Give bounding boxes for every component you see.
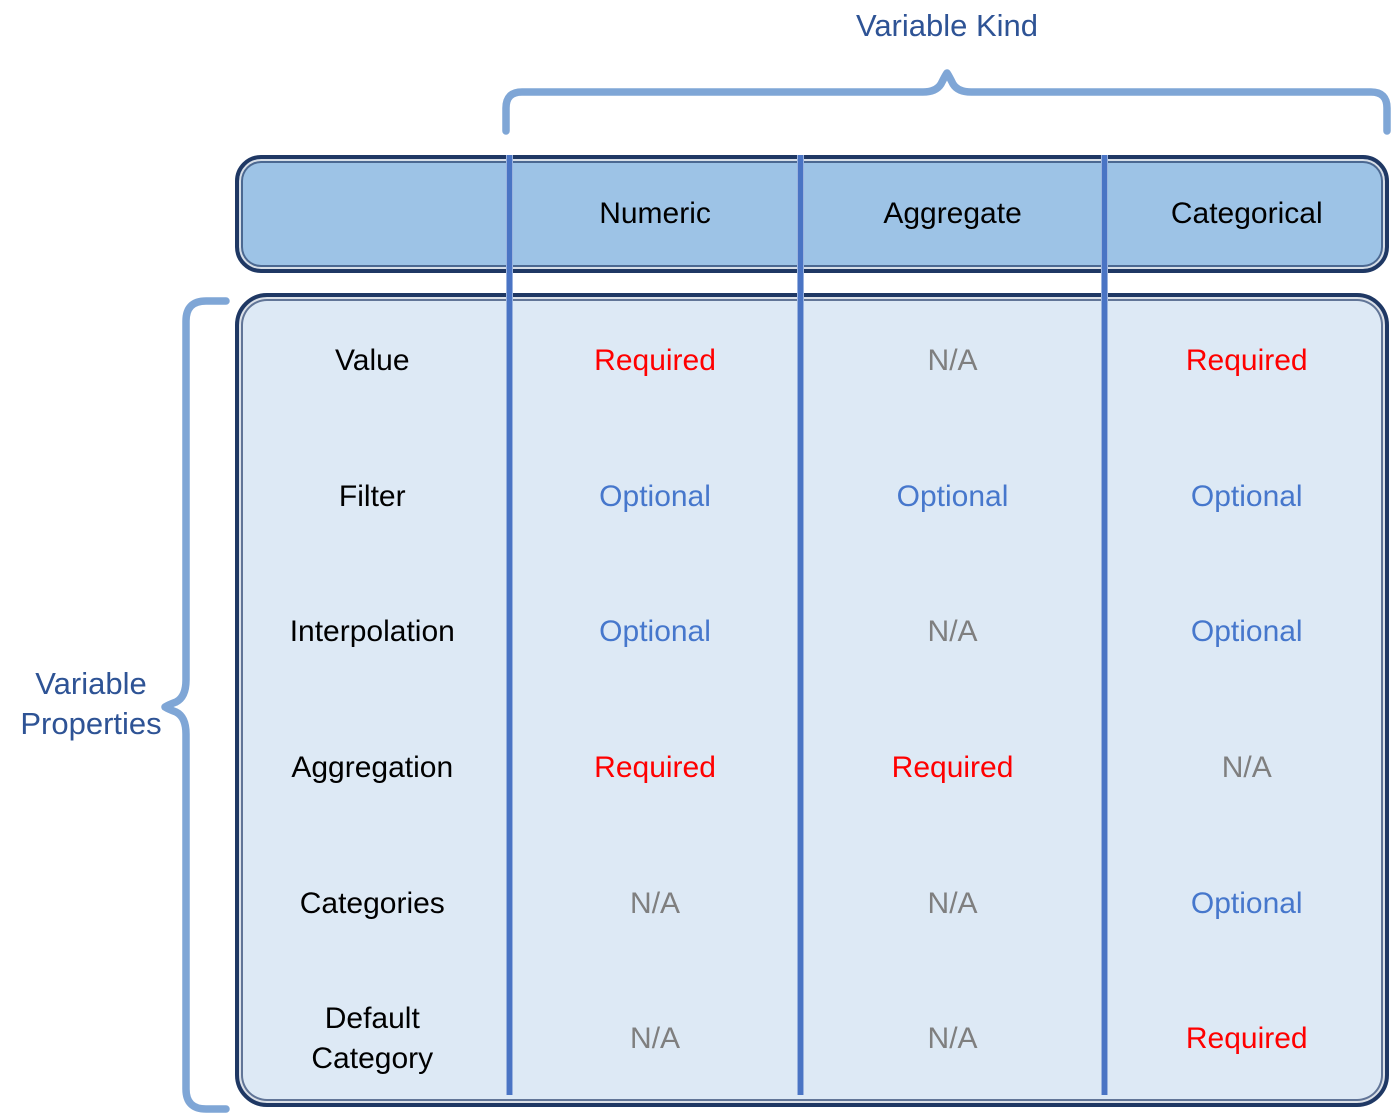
cell-filter-aggregate: Optional — [896, 479, 1009, 513]
row-label: Default Category — [311, 1002, 434, 1076]
cell-categories-categorical: Optional — [1190, 886, 1303, 920]
row-label: Interpolation — [289, 615, 455, 649]
cell-interpolation-aggregate: N/A — [927, 615, 978, 649]
cell-default-category-numeric: N/A — [630, 1022, 681, 1056]
cell-aggregation-numeric: Required — [594, 750, 716, 784]
cell-filter-categorical: Optional — [1190, 479, 1303, 513]
header-row: Numeric Aggregate Categorical — [235, 155, 1389, 273]
table-row-default-category: Default Category N/A N/A Required — [235, 971, 1389, 1107]
cell-value-aggregate: N/A — [927, 343, 978, 377]
cell-value-categorical: Required — [1185, 343, 1308, 377]
cell-aggregation-aggregate: Required — [891, 750, 1014, 784]
table-grid: Value Required N/A Required Filter Optio… — [235, 293, 1389, 1107]
cell-interpolation-categorical: Optional — [1190, 615, 1303, 649]
variable-kind-brace-icon — [502, 69, 1391, 135]
table-body-box — [235, 293, 1389, 1107]
header-cell-numeric: Numeric — [599, 197, 711, 230]
table-row-interpolation: Interpolation Optional N/A Optional — [235, 564, 1389, 700]
column-divider-3 — [1101, 155, 1108, 1095]
column-divider-2 — [797, 155, 804, 1095]
cell-aggregation-categorical: N/A — [1221, 750, 1272, 784]
cell-categories-numeric: N/A — [630, 886, 681, 920]
row-label: Filter — [338, 479, 406, 513]
table-row-filter: Filter Optional Optional Optional — [235, 429, 1389, 565]
cell-default-category-categorical: Required — [1185, 1022, 1308, 1056]
cell-value-numeric: Required — [594, 343, 716, 377]
row-label: Categories — [299, 886, 445, 920]
cell-default-category-aggregate: N/A — [927, 1022, 978, 1056]
table-row-categories: Categories N/A N/A Optional — [235, 836, 1389, 972]
cell-categories-aggregate: N/A — [927, 886, 978, 920]
cell-filter-numeric: Optional — [599, 479, 711, 513]
header-cell-categorical: Categorical — [1170, 197, 1323, 230]
cell-interpolation-numeric: Optional — [599, 615, 711, 649]
header-bar — [235, 155, 1389, 273]
variable-properties-title: Variable Properties — [20, 666, 162, 741]
table-row-aggregation: Aggregation Required Required N/A — [235, 700, 1389, 836]
variable-kind-title: Variable Kind — [855, 8, 1039, 43]
row-label: Value — [335, 343, 410, 377]
header-cell-aggregate: Aggregate — [883, 197, 1022, 230]
column-divider-1 — [506, 155, 513, 1095]
header-cell-empty — [235, 155, 510, 273]
row-label: Aggregation — [291, 750, 454, 784]
table-row-value: Value Required N/A Required — [235, 293, 1389, 429]
